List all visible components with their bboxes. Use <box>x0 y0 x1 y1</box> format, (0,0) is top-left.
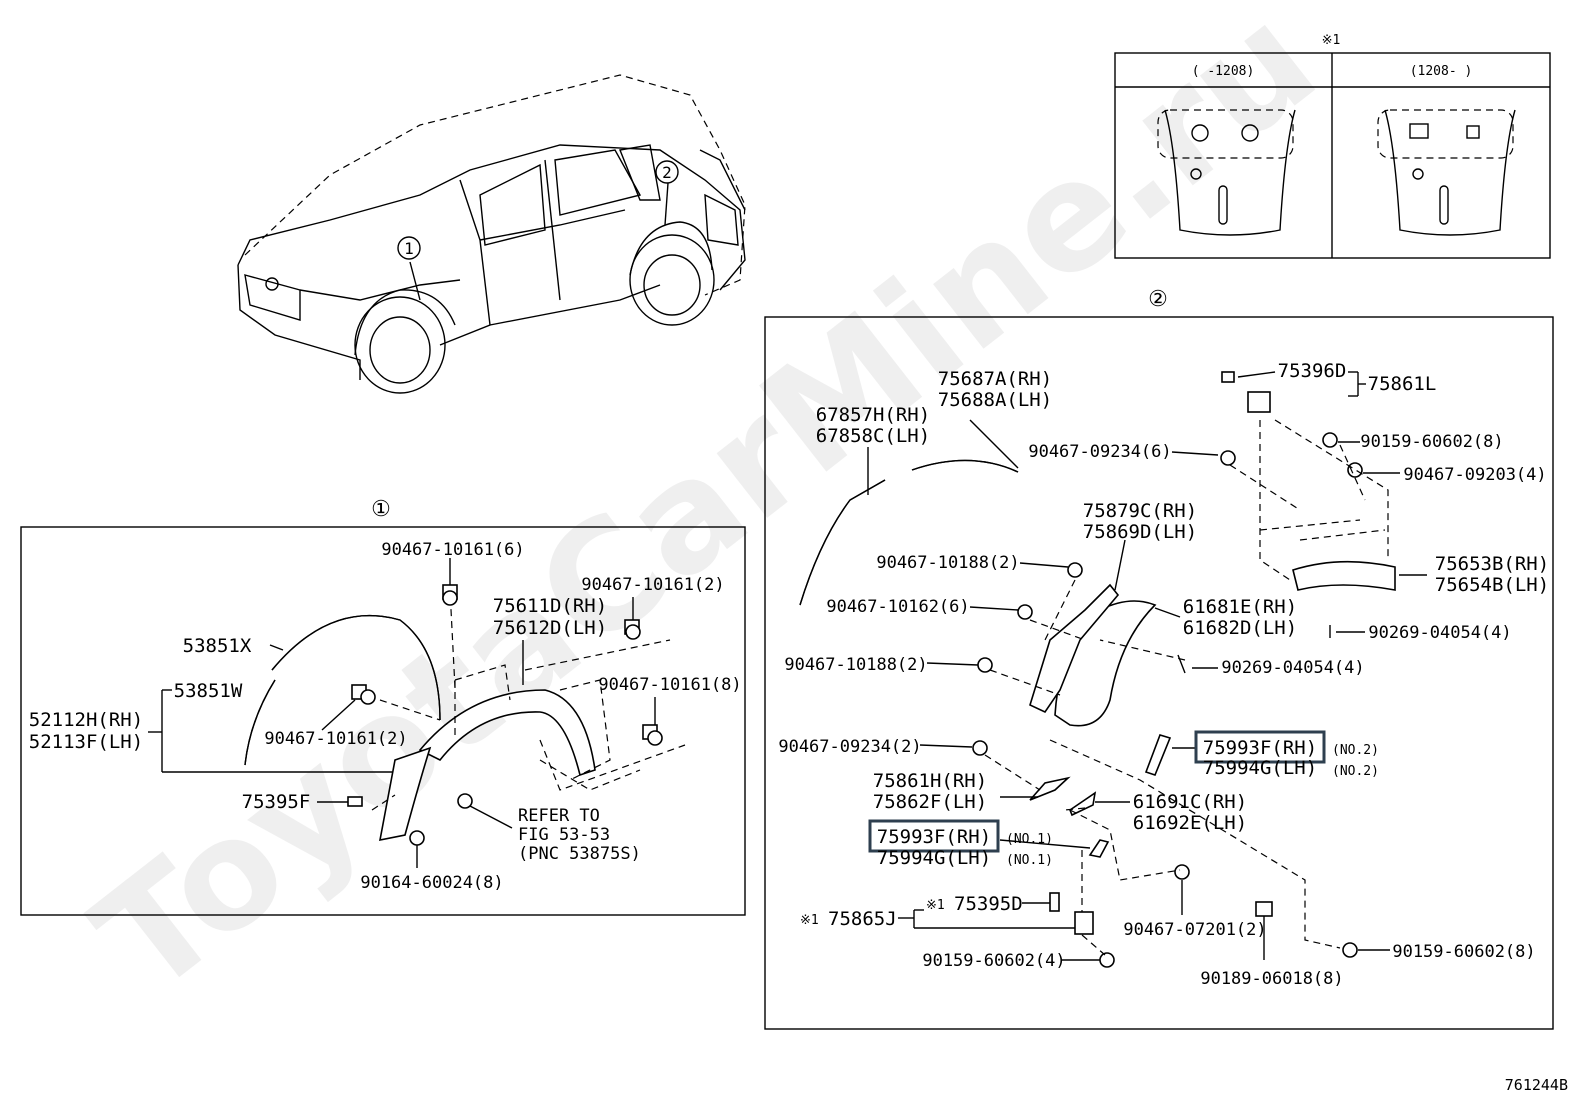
label-75395d: 75395D <box>954 893 1023 915</box>
label-90467-10161-6: 90467-10161(6) <box>381 540 524 560</box>
label-90269-04054-4-mid: 90269-04054(4) <box>1221 658 1364 678</box>
label-90467-10162-6: 90467-10162(6) <box>826 597 969 617</box>
label-90467-07201-2: 90467-07201(2) <box>1123 920 1266 940</box>
label-90189-06018-8: 90189-06018(8) <box>1200 969 1343 989</box>
callout-1-vehicle: 1 <box>397 236 421 260</box>
label-90467-09234-2: 90467-09234(2) <box>778 737 921 757</box>
label-75688a: 75688A(LH) <box>938 389 1052 411</box>
label-refer-fig: FIG 53-53 <box>518 825 610 845</box>
label-52113f: 52113F(LH) <box>29 731 143 753</box>
label-90269-04054-4-right: 90269-04054(4) <box>1368 623 1511 643</box>
table-col-left: ( -1208) <box>1192 64 1255 79</box>
label-90164-60024: 90164-60024(8) <box>360 873 503 893</box>
label-no1-b: (NO.1) <box>1006 853 1053 868</box>
label-75653b: 75653B(RH) <box>1435 553 1549 575</box>
label-75612d: 75612D(LH) <box>493 617 607 639</box>
label-90467-09203-4: 90467-09203(4) <box>1403 465 1546 485</box>
label-75862f: 75862F(LH) <box>873 791 987 813</box>
label-61681e: 61681E(RH) <box>1183 596 1297 618</box>
label-75395f: 75395F <box>242 791 311 813</box>
note-mark-75865j: ※1 <box>800 913 819 928</box>
label-90159-60602-8-bottom: 90159-60602(8) <box>1392 942 1535 962</box>
label-no1-a: (NO.1) <box>1006 832 1053 847</box>
label-75879c: 75879C(RH) <box>1083 500 1197 522</box>
panel-1: ① <box>20 497 746 916</box>
label-75994g-no2: 75994G(LH) <box>1203 757 1317 779</box>
figure-id: 761244B <box>1505 1076 1568 1094</box>
label-75994g-no1: 75994G(LH) <box>877 847 991 869</box>
label-90467-10161-2-mid: 90467-10161(2) <box>264 729 407 749</box>
label-90159-60602-4: 90159-60602(4) <box>922 951 1065 971</box>
highlight-75993f-no1 <box>868 819 1000 853</box>
label-refer-pnc: (PNC 53875S) <box>518 844 641 864</box>
panel-2: ② <box>764 287 1554 1030</box>
label-53851x: 53851X <box>183 635 252 657</box>
callout-2-vehicle: 2 <box>655 160 679 184</box>
label-90467-09234-6: 90467-09234(6) <box>1028 442 1171 462</box>
highlight-75993f-no2 <box>1194 730 1326 764</box>
label-53851w: 53851W <box>174 680 243 702</box>
label-75396d: 75396D <box>1278 360 1347 382</box>
label-75611d: 75611D(RH) <box>493 595 607 617</box>
label-90467-10188-2-mid: 90467-10188(2) <box>784 655 927 675</box>
label-90159-60602-8-top: 90159-60602(8) <box>1360 432 1503 452</box>
label-75869d: 75869D(LH) <box>1083 521 1197 543</box>
label-52112h: 52112H(RH) <box>29 709 143 731</box>
label-67857h: 67857H(RH) <box>816 404 930 426</box>
panel-2-callout: ② <box>1148 287 1168 312</box>
variant-table: ※1 ( -1208) (1208- ) <box>1114 33 1551 259</box>
label-no2-a: (NO.2) <box>1332 743 1379 758</box>
label-refer-to: REFER TO <box>518 806 600 826</box>
label-75993f-no2: 75993F(RH) <box>1203 737 1317 759</box>
label-75865j: 75865J <box>828 908 897 930</box>
label-75861h: 75861H(RH) <box>873 770 987 792</box>
label-90467-10161-2-top: 90467-10161(2) <box>581 575 724 595</box>
label-75654b: 75654B(LH) <box>1435 574 1549 596</box>
label-61691c: 61691C(RH) <box>1133 791 1247 813</box>
table-col-right: (1208- ) <box>1410 64 1473 79</box>
label-no2-b: (NO.2) <box>1332 764 1379 779</box>
label-75993f-no1: 75993F(RH) <box>877 826 991 848</box>
label-90467-10161-8: 90467-10161(8) <box>598 675 741 695</box>
panel-1-callout: ① <box>371 497 391 522</box>
label-67858c: 67858C(LH) <box>816 425 930 447</box>
vehicle-illustration <box>237 74 746 394</box>
svg-text:2: 2 <box>662 163 672 182</box>
label-75687a: 75687A(RH) <box>938 368 1052 390</box>
note-mark-label: ※1 <box>1322 33 1341 48</box>
label-90467-10188-2-top: 90467-10188(2) <box>876 553 1019 573</box>
label-61682d: 61682D(LH) <box>1183 617 1297 639</box>
label-61692e: 61692E(LH) <box>1133 812 1247 834</box>
svg-text:1: 1 <box>404 239 414 258</box>
note-mark-75395d: ※1 <box>926 898 945 913</box>
label-75861l: 75861L <box>1368 373 1437 395</box>
